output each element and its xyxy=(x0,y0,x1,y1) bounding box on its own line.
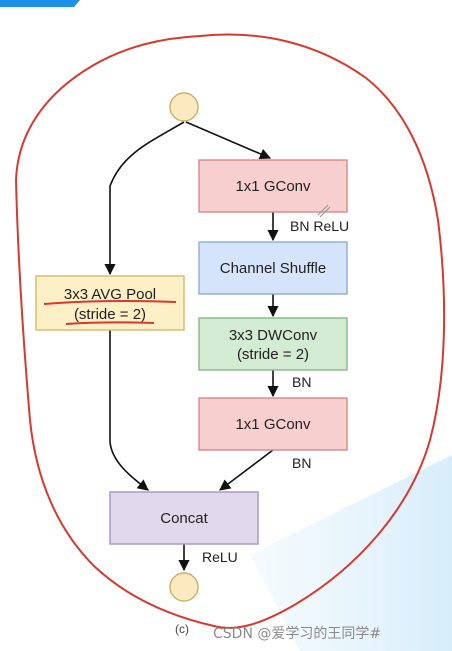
gconv-top-label: 1x1 GConv xyxy=(235,178,311,195)
edge-label-relu: ReLU xyxy=(202,549,238,565)
input-node xyxy=(169,92,199,122)
concat-label: Concat xyxy=(160,510,208,527)
dwconv-node: 3x3 DWConv (stride = 2) xyxy=(198,317,348,371)
edge-label-bn-relu: BN ReLU xyxy=(290,218,349,234)
hand-drawn-outline xyxy=(14,33,446,629)
dwconv-label-line2: (stride = 2) xyxy=(237,346,309,363)
edge-gconv-bottom-to-concat xyxy=(219,449,274,491)
edge-input-to-avgpool xyxy=(104,121,185,276)
gconv-top-node: 1x1 GConv xyxy=(198,159,348,213)
channel-shuffle-label: Channel Shuffle xyxy=(220,260,326,277)
edge-input-to-gconv-top xyxy=(185,121,272,160)
csdn-watermark: CSDN @爱学习的王同学# xyxy=(213,626,381,642)
avgpool-underline-2 xyxy=(65,321,155,325)
diagram-edges xyxy=(104,121,279,572)
concat-node: Concat xyxy=(109,491,259,545)
output-node xyxy=(169,572,199,602)
gconv-bottom-label: 1x1 GConv xyxy=(235,416,311,433)
gconv-bottom-node: 1x1 GConv xyxy=(198,397,348,451)
background-wedge xyxy=(250,455,452,651)
pen-cursor-mark xyxy=(317,204,331,218)
edge-label-bn-gconv: BN xyxy=(292,455,311,471)
edge-label-bn-dwconv: BN xyxy=(292,374,311,390)
channel-shuffle-node: Channel Shuffle xyxy=(198,241,348,295)
avgpool-label-line2: (stride = 2) xyxy=(74,306,146,323)
top-accent-bar xyxy=(0,0,80,7)
avgpool-label-line1: 3x3 AVG Pool xyxy=(64,286,156,303)
dwconv-label-line1: 3x3 DWConv xyxy=(229,327,318,344)
avgpool-underline-1 xyxy=(43,299,177,305)
figure-caption: (c) xyxy=(175,622,189,636)
edge-avgpool-to-concat xyxy=(109,330,149,491)
